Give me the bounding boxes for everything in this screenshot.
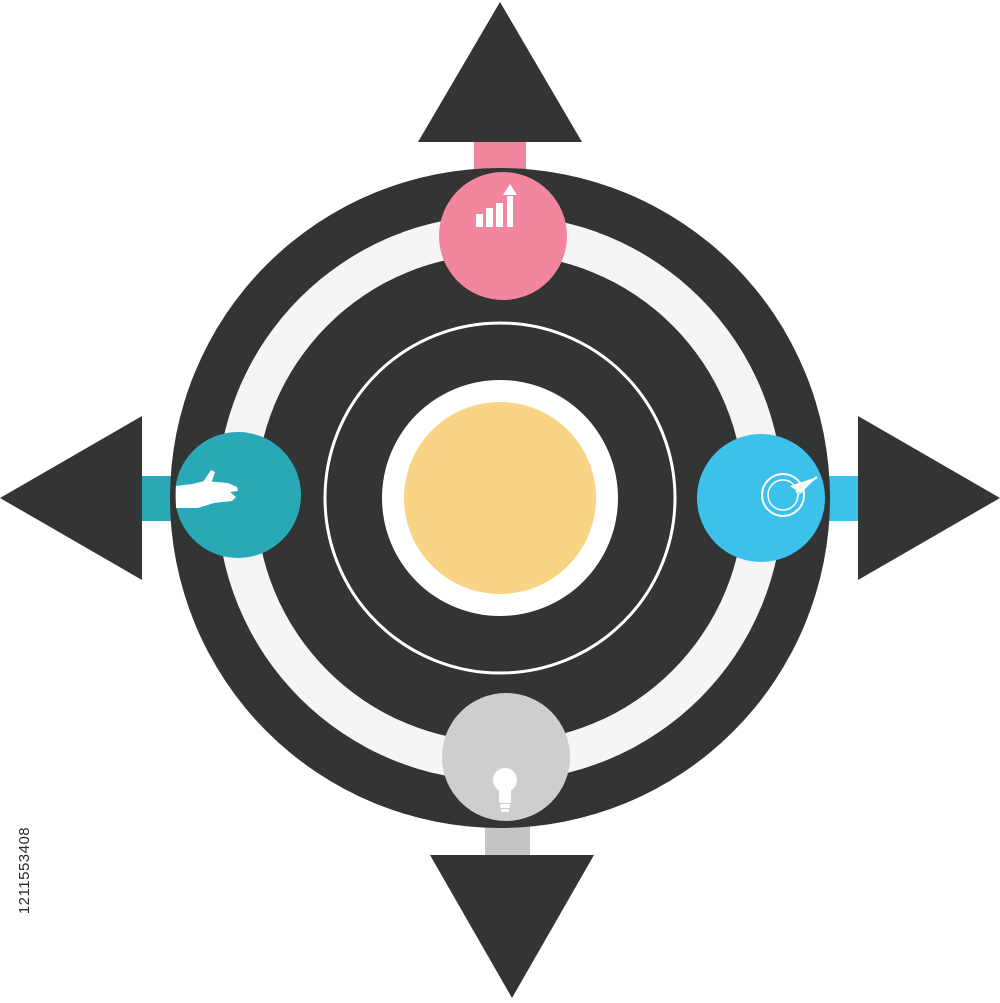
node-target	[697, 434, 825, 562]
target-arrow-icon	[761, 473, 818, 517]
arrow-up-icon	[418, 2, 582, 142]
node-idea	[442, 693, 570, 821]
hand-icon	[176, 470, 238, 508]
stock-id-text: 1211553408	[16, 826, 34, 914]
node-hand	[175, 432, 301, 558]
arrow-right-icon	[858, 416, 1000, 580]
center-circle	[404, 402, 596, 594]
bar-chart-growth-icon	[476, 184, 517, 227]
lightbulb-icon	[493, 768, 517, 812]
arrow-left-icon	[0, 416, 142, 580]
stock-id-number: 1211553408	[10, 760, 40, 980]
arrow-down-icon	[430, 855, 594, 998]
node-growth	[439, 172, 567, 300]
thin-white-ring	[323, 321, 677, 675]
